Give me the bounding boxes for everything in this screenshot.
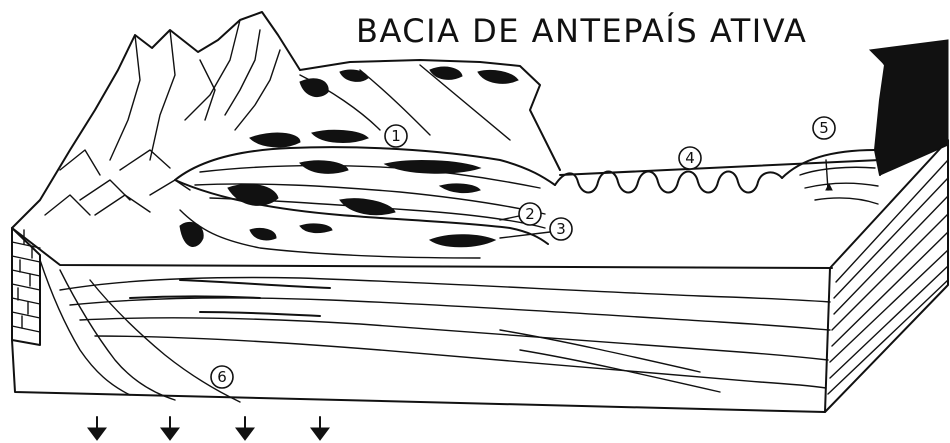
coastal-delta (781, 149, 879, 205)
label-4-text: 4 (685, 149, 695, 167)
label-6: 6 (210, 365, 234, 389)
meandering-river (554, 170, 783, 194)
label-1: 1 (384, 124, 408, 148)
label-3: 3 (549, 217, 573, 241)
brick-wall (11, 227, 41, 346)
basin-surface (299, 39, 949, 176)
down-arrow-icon (310, 416, 330, 441)
dark-mass (868, 39, 949, 176)
label-1-text: 1 (391, 127, 401, 145)
label-4: 4 (678, 146, 702, 170)
label-5-text: 5 (819, 119, 829, 137)
label-6-text: 6 (217, 368, 227, 386)
down-arrow-icon (235, 416, 255, 441)
alluvial-fan (174, 64, 556, 259)
label-2-text: 2 (525, 205, 535, 223)
front-strata (39, 259, 831, 403)
label-5: 5 (812, 116, 836, 140)
down-arrow-icon (160, 416, 180, 441)
label-3-text: 3 (556, 220, 566, 238)
diagram-title: BACIA DE ANTEPAÍS ATIVA (356, 12, 808, 50)
block-right-face (824, 139, 949, 413)
label-2: 2 (518, 202, 542, 226)
block-front-face (11, 227, 833, 413)
down-arrow-icon (87, 416, 107, 441)
subsidence-arrows (87, 416, 330, 441)
leader-lines (499, 215, 551, 239)
